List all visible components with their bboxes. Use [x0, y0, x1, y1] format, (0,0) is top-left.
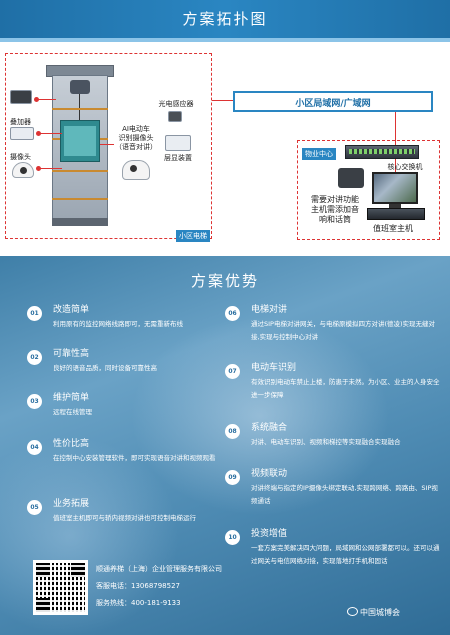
advantage-desc: 值班室主机即可与轿内视频对讲也可控制电梯运行 [53, 514, 196, 522]
switch-ports [349, 149, 415, 154]
link-line [38, 99, 56, 100]
advantage-desc: 利用原有的监控网络线路即可，无需重新布线 [53, 320, 183, 328]
link-line [100, 144, 114, 145]
host-label: 值班室主机 [373, 224, 413, 233]
advantage-desc: 对讲、电动车识别、视频和梯控等实现融合实现融合 [251, 438, 401, 446]
sensor-device [168, 111, 182, 122]
advantage-desc: 一套方案完美解决四大问题，局域网和公网部署都可以。还可以通过网关与电信网络对接，… [251, 544, 440, 565]
advantage-number: 10 [225, 530, 240, 545]
network-label: 小区局域网/广域网 [295, 99, 371, 109]
advantage-desc: 通过SIP电梯对讲网关，与电梯原模拟四方对讲(德凌)实现无缝对接,实现与控制中心… [251, 320, 436, 341]
advantage-number: 01 [27, 306, 42, 321]
advantage-title: 性价比高 [53, 439, 90, 449]
advantage-desc: 对讲终端与指定的IP摄像头绑定联动,实现跨网络、跨路由、SIP视频通话 [251, 484, 438, 505]
floor-line [52, 170, 108, 172]
elevator-pit [52, 218, 108, 226]
floor-display-device [165, 135, 191, 151]
advantage-number: 03 [27, 394, 42, 409]
advantage-title: 系统融合 [251, 423, 288, 433]
advantage-number: 02 [27, 350, 42, 365]
advantage-number: 06 [225, 306, 240, 321]
link-dot [36, 131, 41, 136]
advantage-number: 05 [27, 500, 42, 515]
floor-line [52, 108, 108, 110]
intercom-phone-icon [338, 168, 364, 188]
elevator-rope [79, 94, 80, 120]
background-glow [130, 316, 390, 516]
background-glow [0, 436, 180, 635]
advantage-number: 07 [225, 364, 240, 379]
host-note: 需要对讲功能 主机需添加音 响和话筒 [311, 195, 359, 224]
advantage-desc: 远程在线管理 [53, 408, 92, 416]
intercom-label: 叠加器 [10, 118, 31, 126]
advantage-title: 电梯对讲 [251, 305, 288, 315]
host-console-device [367, 208, 425, 220]
wechat-account: 中国城博会 [360, 608, 400, 617]
wechat-icon [347, 607, 358, 616]
company-name: 顺通养梯（上海）企业管理服务有限公司 [96, 565, 222, 573]
handset-device [10, 90, 32, 104]
advantages-section: 方案优势 01 改造简单 利用原有的监控网络线路即可，无需重新布线 02 可靠性… [0, 256, 450, 635]
dome-camera-icon [12, 162, 34, 178]
advantage-number: 08 [225, 424, 240, 439]
switch-label: 核心交换机 [387, 163, 423, 171]
monitor-stand [389, 204, 401, 208]
sensor-label: 光电感应器 [158, 100, 194, 108]
advantage-title: 业务拓展 [53, 499, 90, 509]
advantage-desc: 良好的语音品质，同时设备可靠性高 [53, 364, 157, 372]
intercom-device [10, 127, 34, 140]
advantage-title: 视频联动 [251, 469, 288, 479]
advantage-number: 04 [27, 440, 42, 455]
camera-label: 摄像头 [10, 153, 31, 161]
ai-camera-icon [122, 160, 150, 180]
advantage-desc: 有效识别电动车禁止上楼，防患于未然。为小区、业主的人身安全进一步保障 [251, 378, 440, 399]
property-dashed-frame [297, 140, 440, 240]
elevator-car-inner [64, 126, 96, 156]
property-tag: 物业中心 [302, 148, 336, 160]
topology-section: 方案拓扑图 叠加器 摄像头 AI电动车 识别摄像头 （语音对讲） 光电感应器 层… [0, 0, 450, 256]
ai-camera-label: AI电动车 识别摄像头 （语音对讲） [115, 125, 157, 151]
link-line [40, 168, 62, 169]
link-line [40, 133, 62, 134]
qr-pattern-overlay [36, 563, 85, 612]
advantage-title: 电动车识别 [251, 363, 297, 373]
link-dot [36, 166, 41, 171]
advantage-title: 维护简单 [53, 393, 90, 403]
connector-line [395, 112, 396, 145]
connector-line [212, 100, 234, 101]
topology-title-bar: 方案拓扑图 [0, 0, 450, 38]
elevator-dashed-frame [5, 53, 212, 239]
floor-line [52, 198, 108, 200]
connector-line [395, 159, 396, 172]
advantages-title: 方案优势 [190, 272, 259, 290]
customer-phone: 客服电话：13068798527 [96, 582, 180, 590]
elevator-motor [70, 80, 90, 94]
advantage-title: 可靠性高 [53, 349, 90, 359]
advantage-desc: 在控制中心安装管理软件，即可实现语音对讲和视频观看 [53, 454, 216, 462]
service-hotline: 服务热线：400-181-9133 [96, 599, 181, 607]
advantage-number: 09 [225, 470, 240, 485]
title-stripe [0, 38, 450, 42]
topology-title: 方案拓扑图 [182, 10, 268, 28]
qr-code [33, 560, 88, 615]
floor-device-label: 层显装置 [164, 154, 192, 162]
advantage-title: 投资增值 [251, 529, 288, 539]
advantage-title: 改造简单 [53, 305, 90, 315]
link-dot [34, 97, 39, 102]
elevator-tag: 小区电梯 [176, 230, 210, 242]
network-box: 小区局域网/广域网 [233, 91, 433, 112]
monitor-icon [372, 172, 418, 204]
